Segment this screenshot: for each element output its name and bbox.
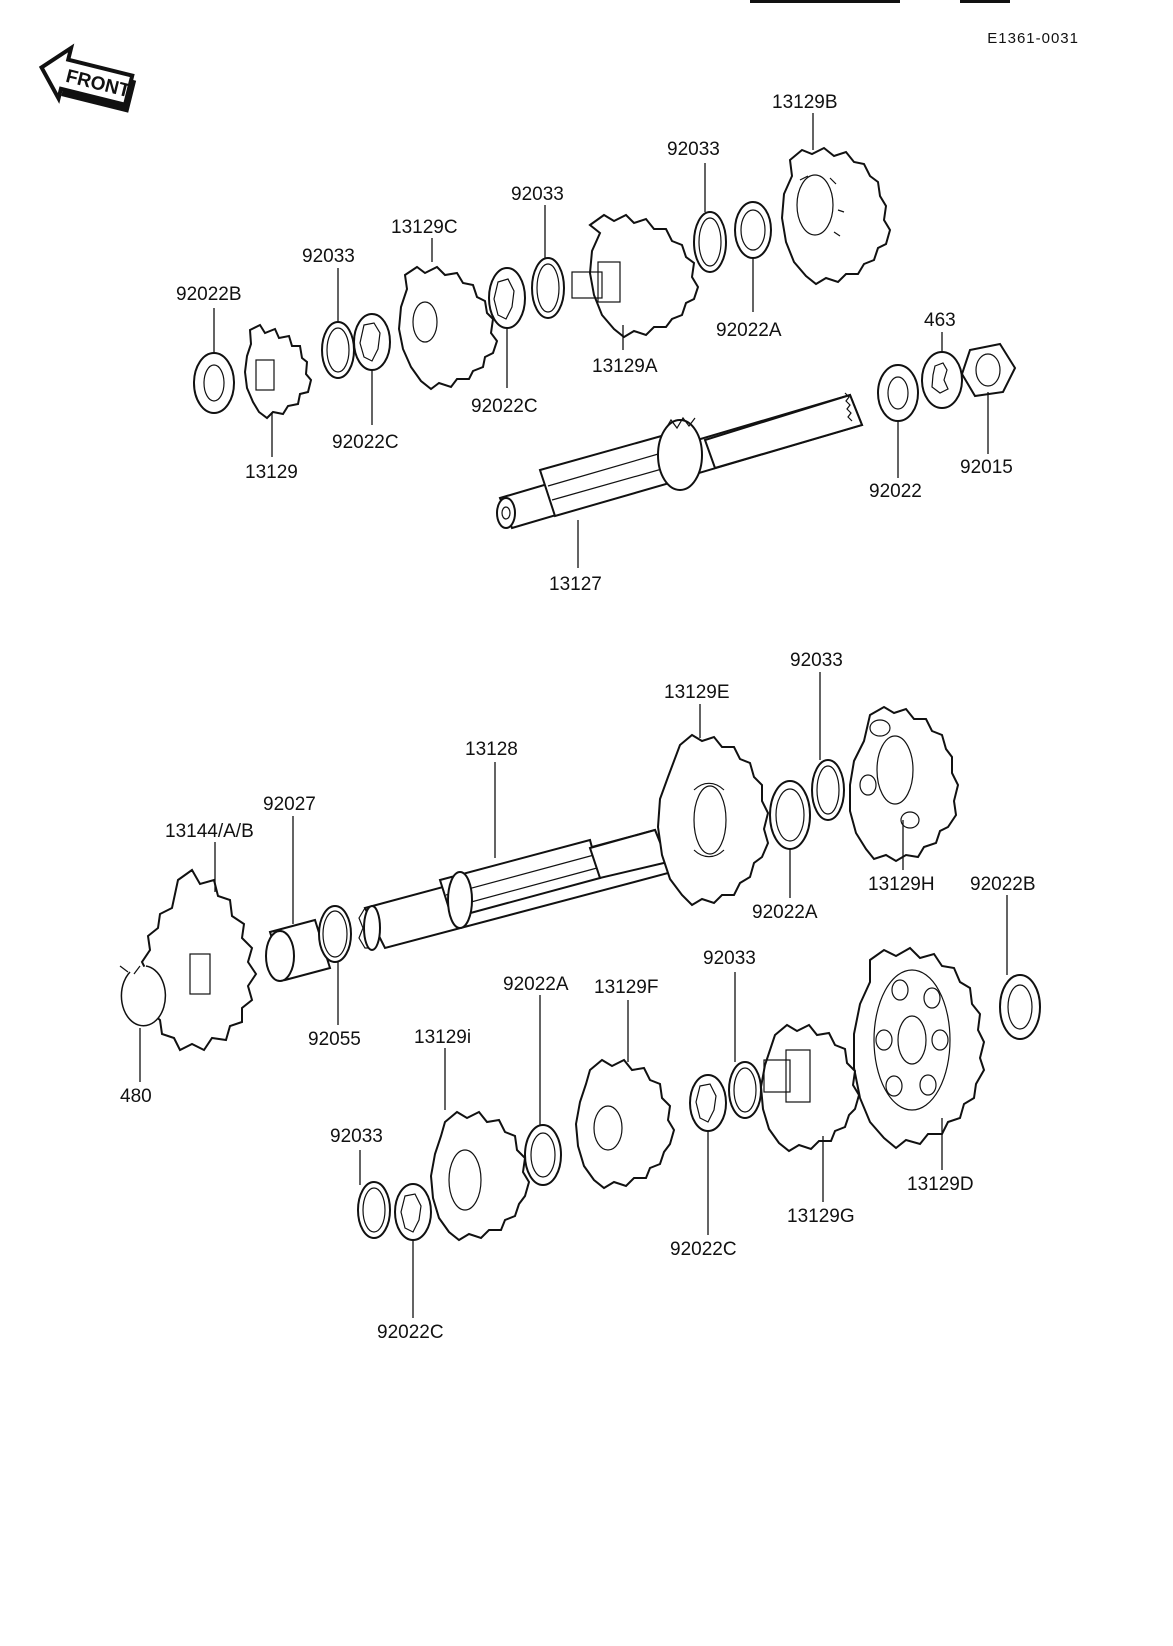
label-92033-f: 92033	[330, 1126, 383, 1147]
label-92033-c: 92033	[667, 139, 720, 160]
gear-13129B	[780, 146, 892, 286]
label-92022B-lower: 92022B	[970, 874, 1036, 895]
label-463: 463	[924, 310, 956, 331]
label-92022A-lower: 92022A	[503, 974, 569, 995]
diagram-reference-code: E1361-0031	[987, 30, 1079, 47]
label-13129D: 13129D	[907, 1174, 974, 1195]
top-border-line	[750, 0, 900, 3]
label-92022C-d: 92022C	[377, 1322, 444, 1343]
bushing-92027	[265, 918, 332, 982]
gear-13129i	[429, 1110, 531, 1242]
circlip-92033-f	[357, 1181, 391, 1239]
label-92055: 92055	[308, 1029, 361, 1050]
label-13129E: 13129E	[664, 682, 730, 703]
sprocket-13144	[140, 868, 258, 1052]
label-13129i: 13129i	[414, 1027, 471, 1048]
gear-13129D	[853, 946, 986, 1150]
gear-13129H	[849, 705, 960, 863]
washer-92022	[877, 364, 919, 422]
drive-shaft-13128	[358, 828, 674, 951]
label-92033-e: 92033	[703, 948, 756, 969]
label-13129G: 13129G	[787, 1206, 855, 1227]
washer-92022A-mid	[769, 780, 811, 850]
lock-washer-463	[921, 351, 963, 409]
washer-92022B-lower	[999, 974, 1041, 1040]
label-92022: 92022	[869, 481, 922, 502]
label-13129H: 13129H	[868, 874, 935, 895]
label-13129F: 13129F	[594, 977, 658, 998]
circlip-92033-b	[531, 257, 565, 319]
label-13129A: 13129A	[592, 356, 658, 377]
circlip-92033-c	[693, 211, 727, 273]
circlip-92033-e	[728, 1061, 762, 1119]
label-92022C-c: 92022C	[670, 1239, 737, 1260]
front-arrow-icon: FRONT	[38, 43, 137, 113]
part-labels: 92022B 92033 13129C 92033 92033 13129B 9…	[120, 92, 1036, 1343]
circlip-92033-a	[321, 321, 355, 379]
ring-92055	[318, 905, 352, 963]
leader-lines	[139, 113, 1008, 1318]
label-92033-a: 92033	[302, 246, 355, 267]
washer-92022B-upper	[193, 352, 235, 414]
nut-92015	[960, 342, 1017, 398]
circlip-92033-d	[811, 759, 845, 821]
label-92033-d: 92033	[790, 650, 843, 671]
label-92022A-upper: 92022A	[716, 320, 782, 341]
washer-92022A-lower	[524, 1124, 562, 1186]
label-13127: 13127	[549, 574, 602, 595]
label-13129: 13129	[245, 462, 298, 483]
washer-92022C-c	[689, 1074, 727, 1132]
gear-13129	[243, 323, 313, 420]
gear-13129C	[397, 265, 499, 391]
label-13129B: 13129B	[772, 92, 838, 113]
label-92022C-b: 92022C	[471, 396, 538, 417]
label-92033-b: 92033	[511, 184, 564, 205]
label-13144: 13144/A/B	[165, 821, 254, 842]
washer-92022C-a	[353, 313, 391, 371]
gear-13129F	[574, 1058, 676, 1190]
washer-92022C-b	[488, 267, 526, 329]
label-13129C: 13129C	[391, 217, 458, 238]
gear-13129A	[571, 213, 700, 339]
label-92022A-mid: 92022A	[752, 902, 818, 923]
gear-13129G	[759, 1023, 861, 1153]
label-480: 480	[120, 1086, 152, 1107]
label-92022B-upper: 92022B	[176, 284, 242, 305]
washer-92022A-upper	[734, 201, 772, 259]
washer-92022C-d	[394, 1183, 432, 1241]
label-92015: 92015	[960, 457, 1013, 478]
label-92022C-a: 92022C	[332, 432, 399, 453]
circlip-480	[119, 965, 167, 1027]
top-border-line-right	[960, 0, 1010, 3]
main-shaft-13127	[496, 392, 864, 530]
gear-13129E	[656, 733, 770, 907]
label-13128: 13128	[465, 739, 518, 760]
label-92027: 92027	[263, 794, 316, 815]
